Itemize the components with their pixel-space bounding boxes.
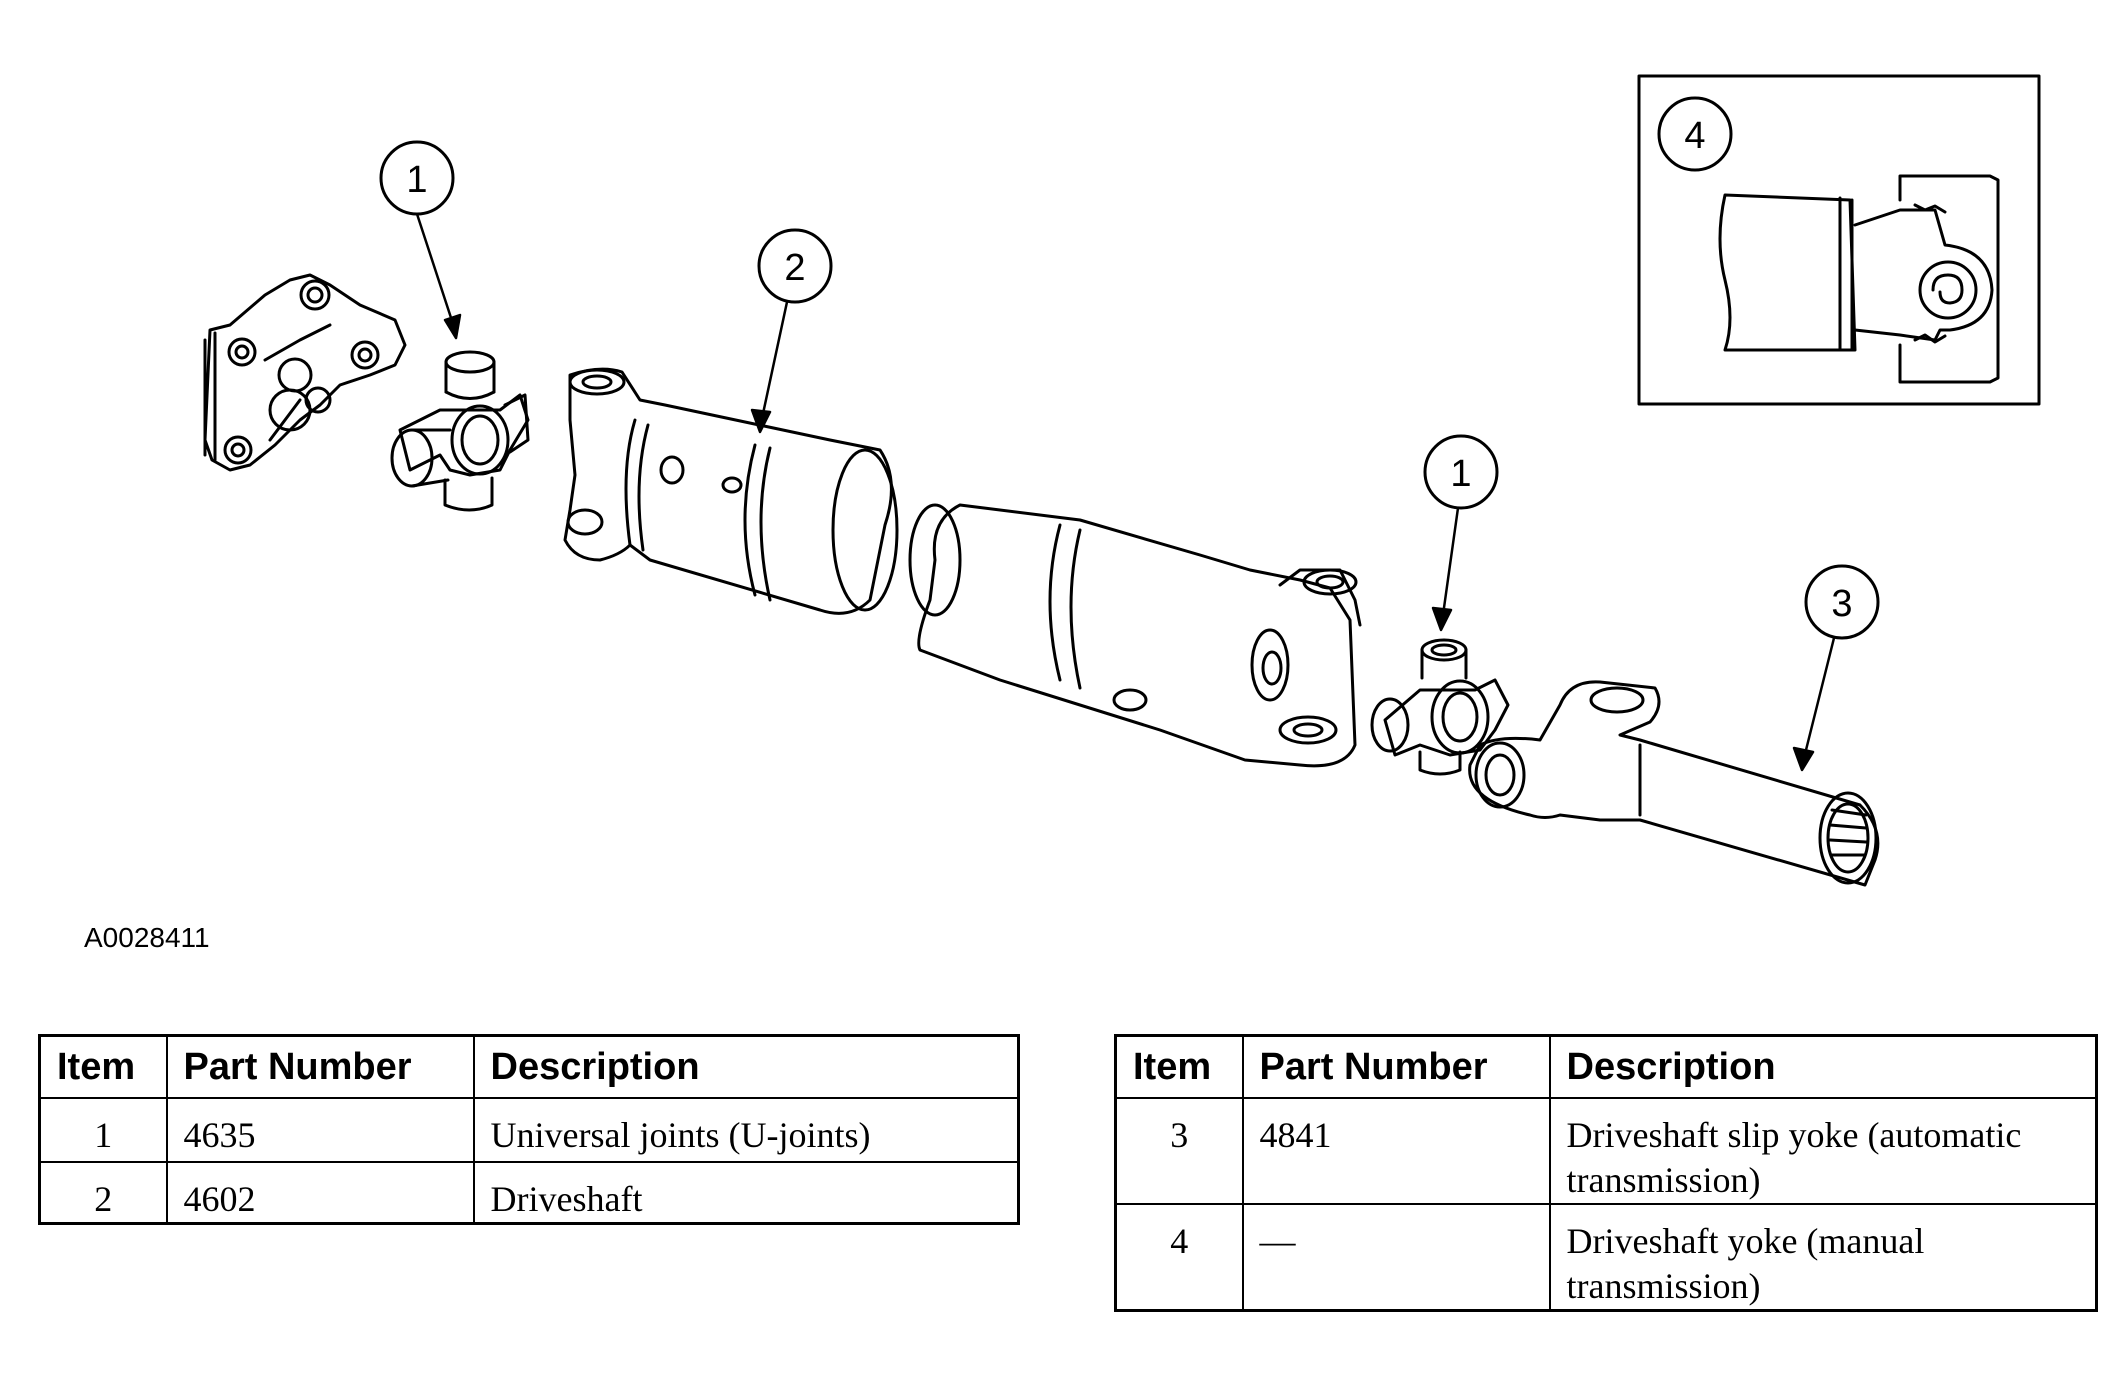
column-header-part-number: Part Number (165, 1034, 475, 1099)
cell-part-number: — (1241, 1203, 1551, 1312)
cell-item: 3 (1114, 1097, 1244, 1205)
slip-yoke (1468, 680, 1880, 887)
u-joint-left (390, 350, 530, 512)
u-joint-right (1370, 638, 1510, 776)
inset-yoke-detail (1637, 74, 2041, 406)
parts-table-left: Item Part Number Description 1 4635 Univ… (38, 1034, 1020, 1225)
cell-description: Universal joints (U-joints) (472, 1097, 1020, 1163)
callout-label: 1 (406, 159, 427, 201)
cell-part-number: 4635 (165, 1097, 475, 1163)
column-header-item: Item (38, 1034, 168, 1099)
cell-item: 2 (38, 1161, 168, 1225)
cell-description: Driveshaft slip yoke (automatic transmis… (1548, 1097, 2098, 1205)
callout-circle-3: 3 (1804, 564, 1880, 640)
callout-circle-4: 4 (1657, 96, 1733, 172)
column-header-part-number: Part Number (1241, 1034, 1551, 1099)
cell-description: Driveshaft (472, 1161, 1020, 1225)
callout-circle-2: 2 (757, 228, 833, 304)
table-row: 4 — Driveshaft yoke (manual transmission… (1114, 1203, 2098, 1312)
parts-table-right: Item Part Number Description 3 4841 Driv… (1114, 1034, 2098, 1312)
cell-part-number: 4602 (165, 1161, 475, 1225)
companion-flange (203, 273, 407, 472)
cell-part-number: 4841 (1241, 1097, 1551, 1205)
callout-label: 1 (1450, 453, 1471, 495)
cell-description: Driveshaft yoke (manual transmission) (1548, 1203, 2098, 1312)
callout-leaders (415, 212, 1836, 772)
table-row: 3 4841 Driveshaft slip yoke (automatic t… (1114, 1097, 2098, 1205)
table-row: 1 4635 Universal joints (U-joints) (38, 1097, 1020, 1163)
callout-label: 4 (1684, 115, 1705, 157)
cell-item: 4 (1114, 1203, 1244, 1312)
callout-label: 2 (784, 247, 805, 289)
table-header-row: Item Part Number Description (1114, 1034, 2098, 1099)
cell-item: 1 (38, 1097, 168, 1163)
table-row: 2 4602 Driveshaft (38, 1161, 1020, 1225)
column-header-item: Item (1114, 1034, 1244, 1099)
driveshaft-front-section (563, 367, 899, 615)
column-header-description: Description (1548, 1034, 2098, 1099)
callout-label: 3 (1831, 583, 1852, 625)
table-header-row: Item Part Number Description (38, 1034, 1020, 1099)
driveshaft-rear-section (908, 503, 1362, 768)
callout-circle-1b: 1 (1423, 434, 1499, 510)
column-header-description: Description (472, 1034, 1020, 1099)
figure-id: A0028411 (84, 922, 210, 953)
callout-circle-1a: 1 (379, 140, 455, 216)
